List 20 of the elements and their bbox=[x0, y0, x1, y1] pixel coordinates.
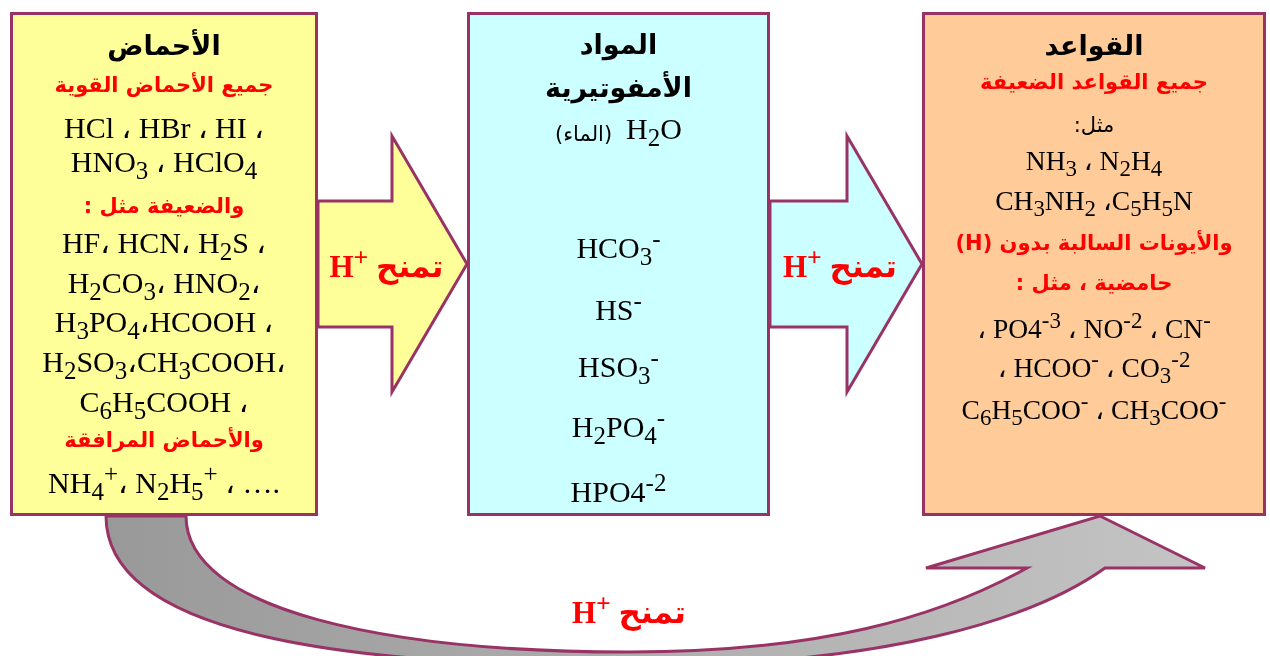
box-heading: المواد الأمفوتيرية bbox=[544, 28, 693, 106]
curved-arrow bbox=[104, 514, 1207, 656]
subheading: والضعيفة مثل : bbox=[83, 193, 245, 220]
block-arrow bbox=[768, 130, 924, 398]
note-text: مثل: bbox=[1073, 112, 1115, 139]
subheading: والأيونات السالبة بدون (H) حامضية ، مثل : bbox=[954, 229, 1234, 297]
amphoteric-box bbox=[467, 12, 770, 516]
note-text: (الماء) bbox=[555, 120, 613, 147]
box-heading: القواعد bbox=[1044, 28, 1144, 64]
subheading: جميع الأحماض القوية bbox=[54, 71, 274, 99]
block-arrow bbox=[316, 130, 469, 398]
subheading: جميع القواعد الضعيفة bbox=[980, 69, 1208, 96]
box-heading: الأحماض bbox=[107, 28, 221, 64]
subheading: والأحماض المرافقة bbox=[64, 426, 264, 454]
formula-line: HS$^{-}$ bbox=[595, 285, 642, 328]
formula-line: H$_{2}$O bbox=[626, 110, 682, 153]
base-box bbox=[922, 12, 1266, 516]
acid-box bbox=[10, 12, 318, 516]
formula-line: HCl ، HBr ، HI ، bbox=[64, 110, 264, 146]
formula-line: HPO4$^{-2}$ bbox=[570, 467, 667, 510]
